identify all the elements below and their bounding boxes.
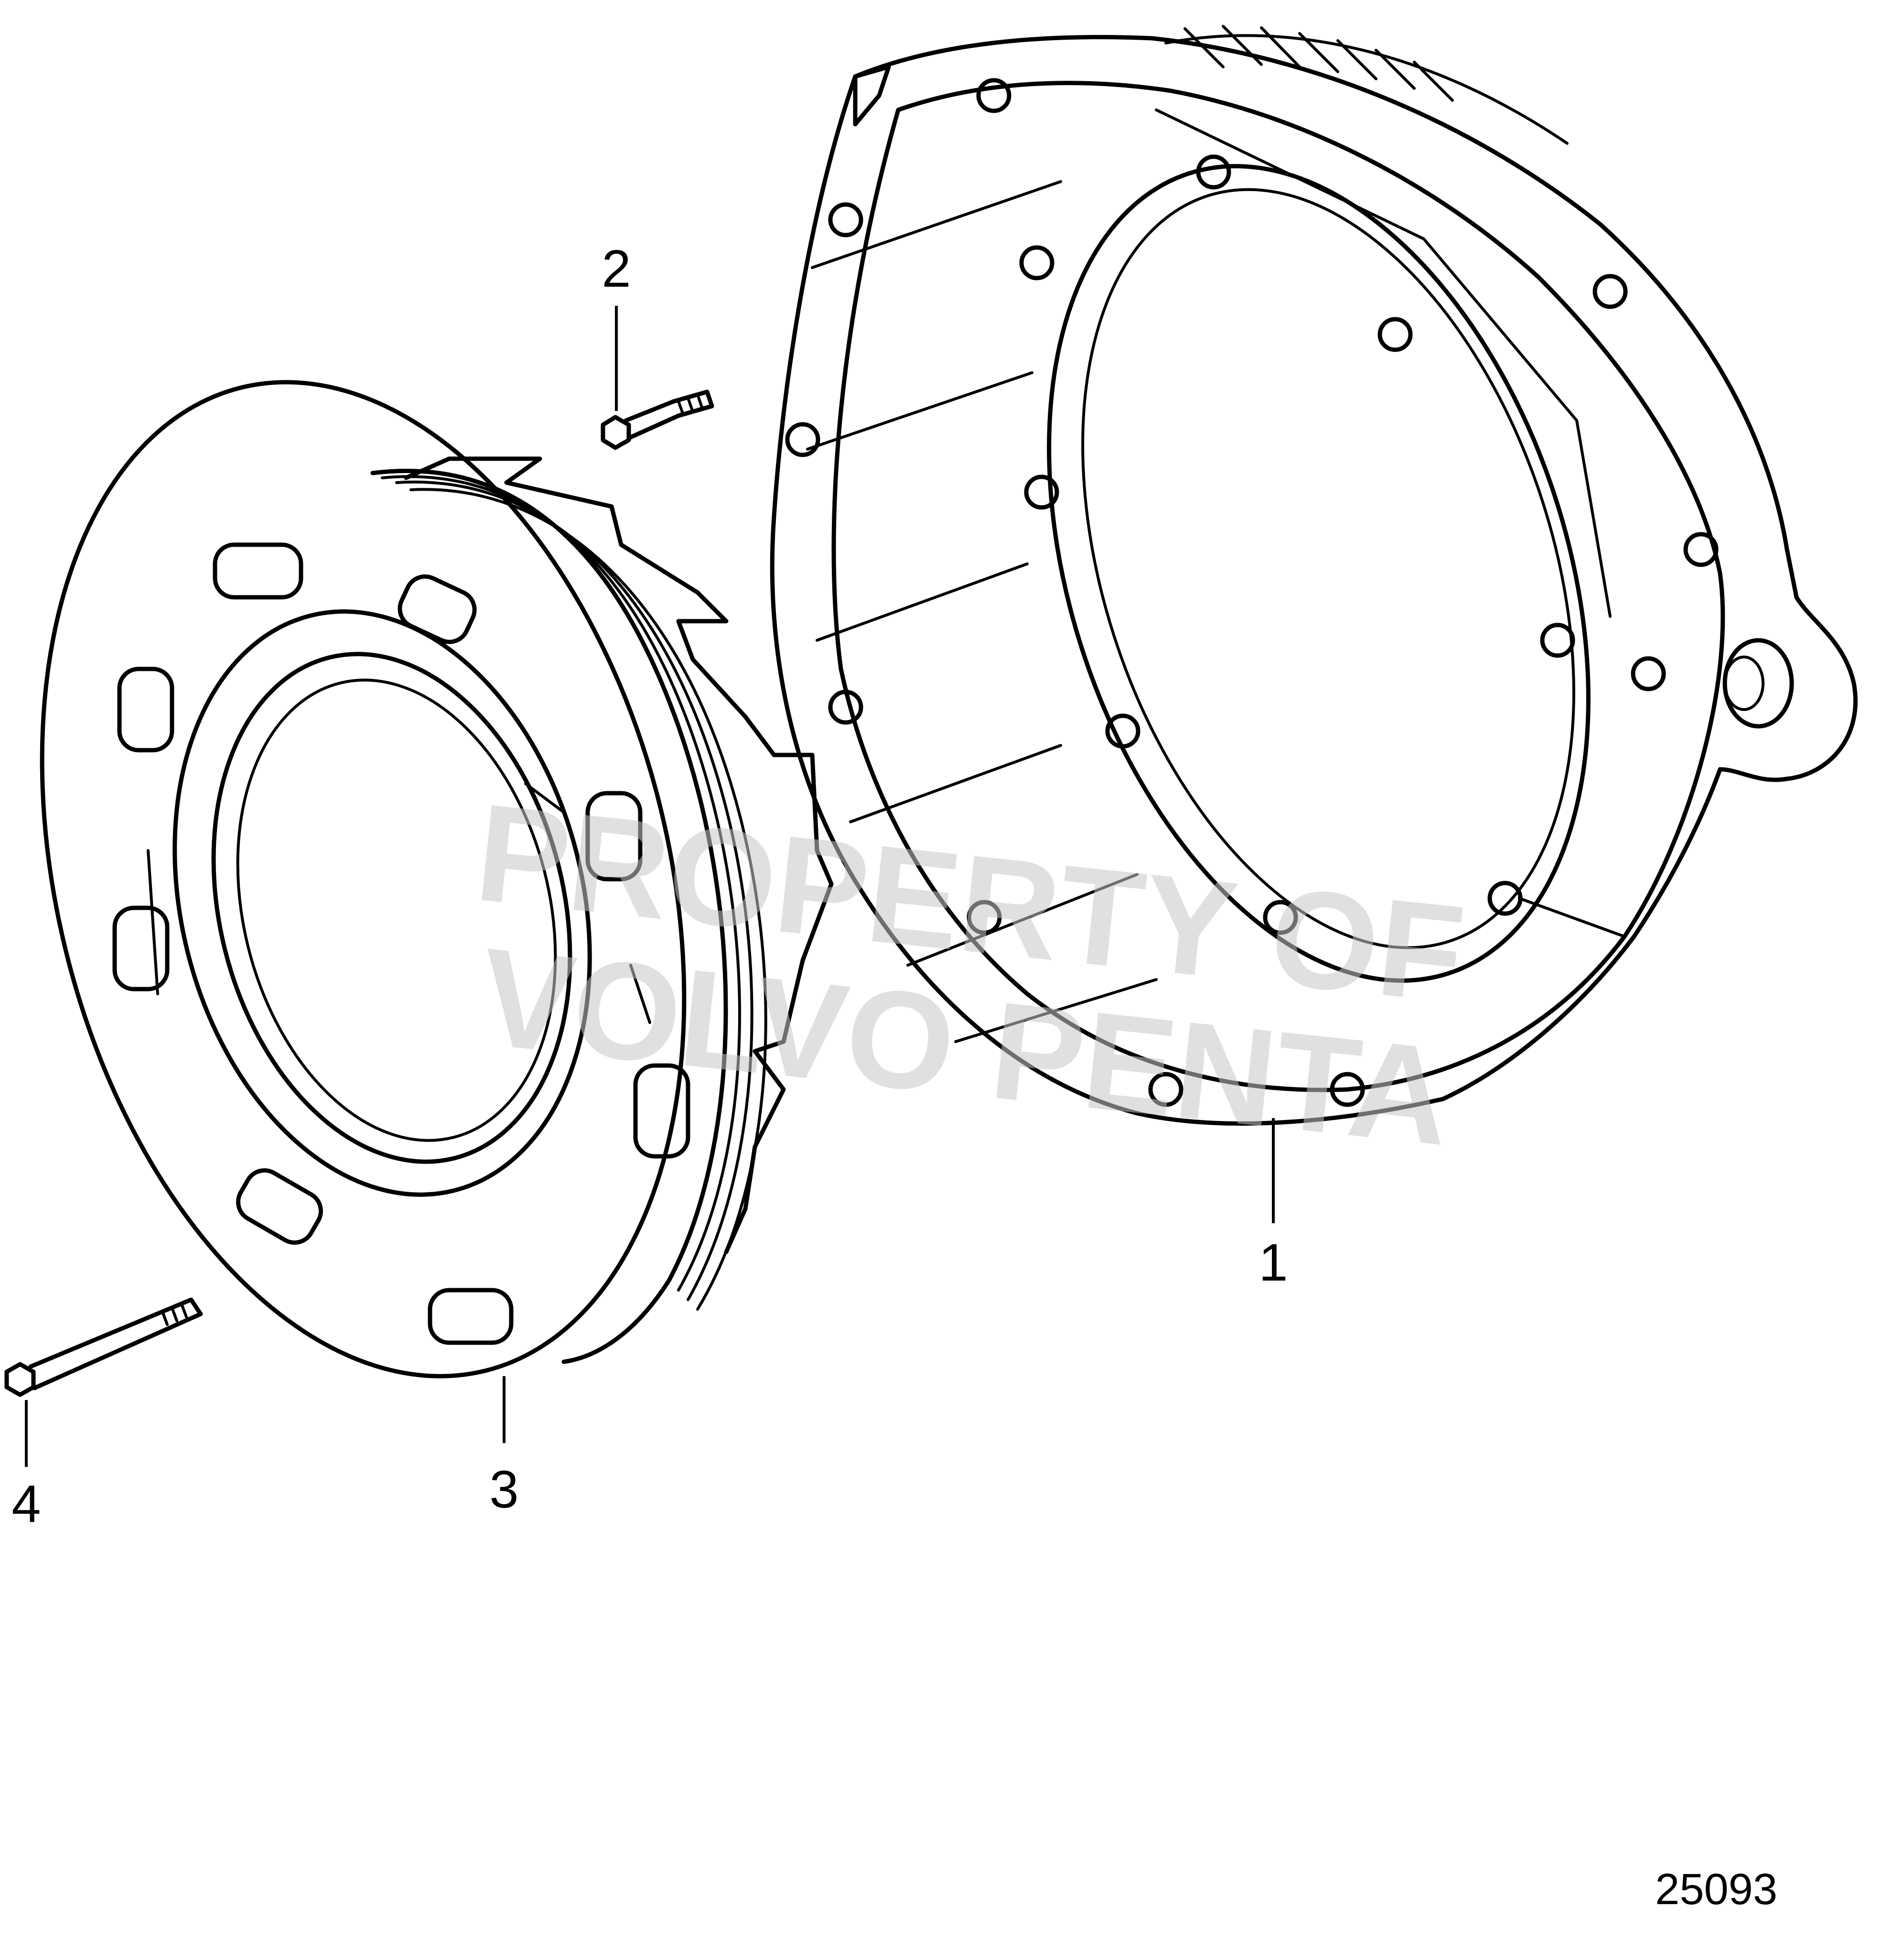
bolt-upper [601, 389, 714, 450]
callout-1: 1 [1259, 1233, 1288, 1292]
bolt-lower [4, 1297, 203, 1397]
callout-4: 4 [11, 1475, 41, 1533]
flywheel-housing [770, 25, 1858, 1126]
flange-coupling [40, 380, 834, 1379]
callout-2: 2 [602, 239, 631, 298]
diagram-id: 25093 [1655, 1865, 1777, 1914]
callout-3: 3 [489, 1460, 518, 1519]
